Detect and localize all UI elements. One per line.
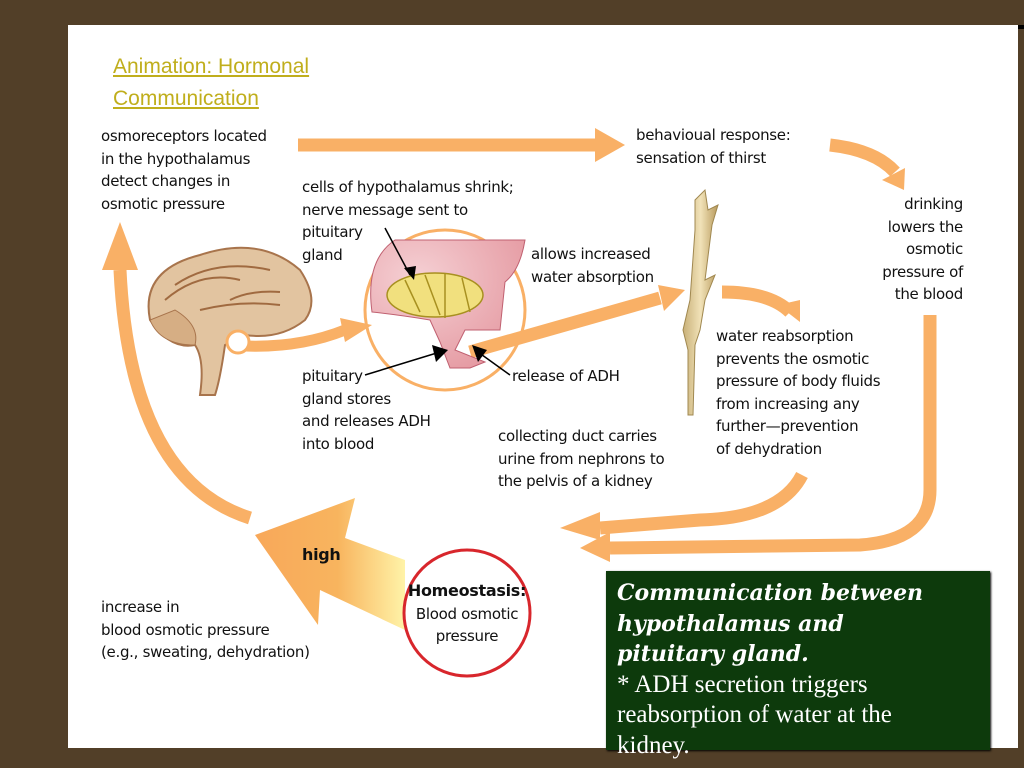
corner-mark [1018,25,1024,29]
arrow-thirst-to-drinking [829,138,900,177]
water-reabsorption-label: water reabsorption prevents the osmotic … [716,325,881,460]
text-line: urine from nephrons to [498,449,665,468]
osmoreceptors-label: osmoreceptors located in the hypothalamu… [101,125,267,215]
text-line: in the hypothalamus [101,149,251,168]
text-line: collecting duct carries [498,427,657,445]
text-line: nerve message sent to [302,200,468,219]
note-heading-line: pituitary gland. [617,641,809,667]
text-line: from increasing any [716,394,860,413]
arrowhead [882,168,905,190]
link-line-2[interactable]: Communication [113,87,259,110]
high-arrow [255,498,405,630]
text-line: the pelvis of a kidney [498,472,653,490]
arrowhead [658,285,685,311]
hypothalamus-zoom-illustration [363,227,527,392]
text-line: and releases ADH [302,412,431,430]
text-line: of dehydration [716,439,822,458]
arrowhead [340,318,372,342]
text-line: water reabsorption [716,327,854,345]
text-line: cells of hypothalamus shrink; [302,178,514,196]
text-line: (e.g., sweating, dehydration) [101,643,310,661]
text-line: blood osmotic pressure [101,620,270,639]
note-box [606,571,990,750]
text-line: into blood [302,434,375,453]
arrow-reabsorption-to-homeostasis [599,471,808,535]
text-line: pressure of body fluids [716,372,881,390]
brain-illustration [147,246,313,396]
homeostasis-circle [402,548,532,678]
text-line: osmotic [906,240,963,258]
release-adh-label: release of ADH [512,367,620,385]
text-line: further—prevention [716,417,859,435]
arrowhead [580,532,610,562]
pituitary-stores-label: pituitary gland stores and releases ADH … [302,365,431,455]
arrowhead [778,300,800,322]
text-line: the blood [894,285,964,303]
text-line: osmotic pressure [101,194,225,213]
arrowhead [102,222,138,270]
arrowhead [560,512,600,540]
high-label: high [302,545,341,564]
drinking-label: drinking lowers the osmotic pressure of … [882,193,963,306]
note-heading-line: hypothalamus and [617,610,844,637]
text-line: pituitary [302,367,363,385]
increase-label: increase in blood osmotic pressure (e.g.… [101,596,310,664]
homeostasis-label: Homeostasis: Blood osmotic pressure [404,580,530,648]
arrowhead [595,128,625,162]
text-line: increase in [101,598,180,616]
text-line: behavioual response: [636,126,791,144]
text-line: allows increased [531,245,651,263]
text-line: water absorption [531,267,654,286]
arrow-drinking-to-homeostasis [609,315,937,555]
text-line: gland stores [302,389,391,408]
animation-link[interactable]: Animation: Hormonal Communication [113,51,309,115]
note-text: Communication between hypothalamus and p… [617,578,987,761]
note-body-line: reabsorption of water at the [617,701,892,728]
text-line: drinking [904,195,963,213]
behavioural-label: behavioual response: sensation of thirst [636,124,791,169]
note-heading-line: Communication between [617,580,924,606]
text-line: lowers the [887,217,964,236]
arrow-duct-to-reabsorption [721,285,795,317]
arrow-pituitary-to-duct [468,291,662,359]
allows-absorption-label: allows increased water absorption [531,243,654,288]
cells-shrink-label: cells of hypothalamus shrink; nerve mess… [302,176,514,266]
text-line: prevents the osmotic [716,349,870,368]
note-body-line: kidney. [617,731,690,759]
link-line-1[interactable]: Animation: Hormonal [113,55,310,78]
collecting-duct-label: collecting duct carries urine from nephr… [498,425,665,493]
text-line: pressure [435,627,499,645]
collecting-duct-illustration [682,188,719,416]
text-line: pituitary [302,223,363,241]
text-line: detect changes in [101,172,231,190]
text-line: osmoreceptors located [101,127,267,145]
arrow-brain-to-pituitary [244,324,348,352]
note-body-line: * ADH secretion triggers [617,670,868,698]
text-line: Blood osmotic [415,604,519,623]
text-line: sensation of thirst [636,148,767,167]
arrow-up-to-osmoreceptors [113,269,252,525]
homeostasis-heading: Homeostasis: [407,581,527,600]
text-line: gland [302,245,343,264]
text-line: pressure of [882,262,963,281]
